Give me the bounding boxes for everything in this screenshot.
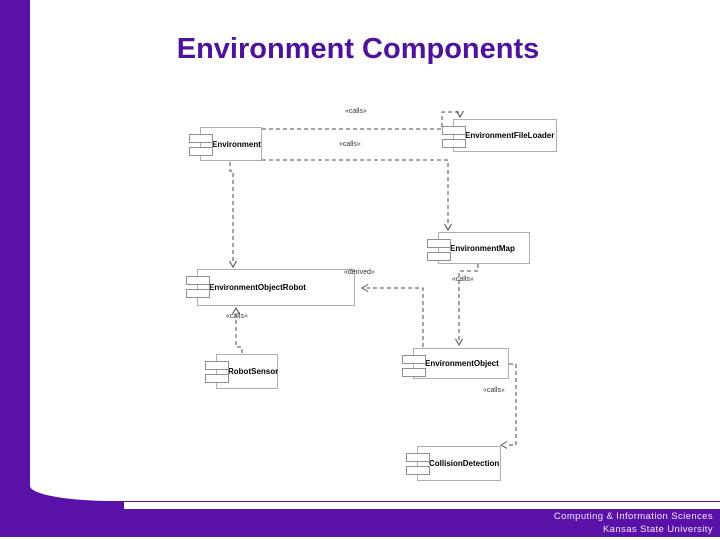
component-label: Environment bbox=[212, 139, 261, 149]
arrowhead-icon bbox=[456, 110, 464, 118]
stereotype-label: «calls» bbox=[226, 313, 248, 320]
dependency-line-environment-calls-map bbox=[262, 159, 449, 226]
uml-component-environment-file-loader: EnvironmentFileLoader bbox=[442, 119, 557, 152]
uml-component-collision-detection: CollisionDetection bbox=[406, 446, 501, 481]
component-tab-icon bbox=[189, 134, 213, 143]
uml-component-environment-object: EnvironmentObject bbox=[402, 348, 509, 379]
left-accent-bar bbox=[0, 0, 29, 537]
stereotype-label: «calls» bbox=[452, 276, 474, 283]
footer-bar bbox=[0, 509, 720, 537]
arrowhead-icon bbox=[361, 284, 369, 292]
component-label: RobotSensor bbox=[228, 367, 279, 376]
dependency-line-object-derived-objectrobot bbox=[367, 287, 424, 347]
component-tab-icon bbox=[427, 239, 451, 248]
uml-component-robot-sensor: RobotSensor bbox=[205, 354, 279, 389]
component-tab-icon bbox=[205, 374, 229, 383]
arrowhead-icon bbox=[500, 441, 508, 449]
component-tab-icon bbox=[406, 453, 430, 462]
uml-component-environment: Environment bbox=[189, 127, 262, 161]
footer-line-1: Computing & Information Sciences bbox=[553, 511, 713, 522]
component-tab-icon bbox=[186, 289, 210, 298]
dependency-line-environment-to-objectrobot bbox=[229, 162, 234, 263]
component-label: EnvironmentMap bbox=[450, 243, 515, 253]
component-tab-icon bbox=[186, 276, 210, 285]
component-label: EnvironmentFileLoader bbox=[465, 131, 555, 140]
component-tab-icon bbox=[406, 466, 430, 475]
footer: Computing & Information Sciences Kansas … bbox=[554, 511, 713, 536]
component-label: EnvironmentObject bbox=[425, 359, 499, 368]
component-label: EnvironmentObjectRobot bbox=[209, 283, 306, 292]
component-tab-icon bbox=[442, 139, 466, 148]
footer-line-2: Kansas State University bbox=[602, 523, 713, 535]
stereotype-label: «calls» bbox=[339, 141, 361, 148]
stereotype-label: «calls» bbox=[345, 108, 367, 115]
stereotype-label: «derived» bbox=[344, 269, 375, 276]
uml-component-environment-object-robot: EnvironmentObjectRobot bbox=[186, 269, 355, 306]
arrowhead-icon bbox=[229, 260, 237, 268]
stereotype-label: «calls» bbox=[483, 387, 505, 394]
slide-title: Environment Components bbox=[176, 33, 540, 65]
component-tab-icon bbox=[427, 252, 451, 261]
arrowhead-icon bbox=[455, 338, 463, 346]
arrowhead-icon bbox=[444, 223, 452, 231]
component-tab-icon bbox=[402, 355, 426, 364]
component-tab-icon bbox=[402, 368, 426, 377]
component-tab-icon bbox=[205, 361, 229, 370]
component-tab-icon bbox=[189, 147, 213, 156]
component-label: CollisionDetection bbox=[429, 459, 500, 468]
uml-component-environment-map: EnvironmentMap bbox=[427, 232, 530, 264]
component-tab-icon bbox=[442, 126, 466, 135]
slide-content-panel bbox=[29, 0, 720, 502]
